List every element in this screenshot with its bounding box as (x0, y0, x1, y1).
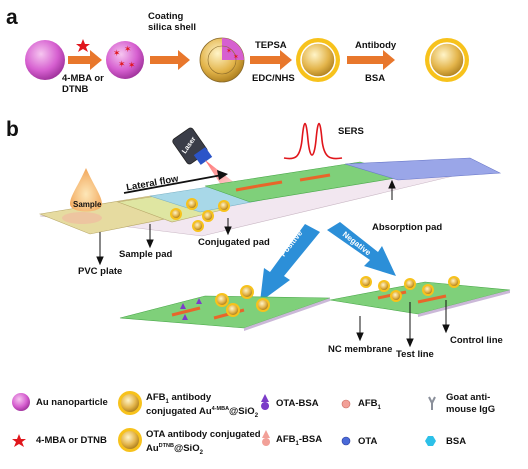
pvc-plate-label: PVC plate (78, 266, 123, 277)
afb1-icon (341, 399, 351, 409)
svg-text:✶: ✶ (113, 49, 121, 59)
coating-label-2: silica shell (148, 22, 197, 33)
reagent-label-2: DTNB (62, 84, 89, 95)
lateral-flow-strip (38, 157, 502, 237)
legend-ota: OTA (358, 436, 378, 447)
bsa-label: BSA (365, 73, 386, 84)
afb1-conjugate-icon (118, 391, 142, 415)
shell-cutaway (222, 38, 244, 60)
svg-text:✶: ✶ (233, 53, 239, 61)
bsa-hexagon-icon (425, 436, 436, 446)
arrow-1-icon (68, 50, 102, 70)
reporter-stars: ✶ ✶ ✶ ✶ (113, 45, 136, 71)
mba-star-icon (12, 434, 26, 447)
legend-ota-bsa: OTA-BSA (276, 398, 319, 409)
panel-a-label: a (6, 6, 18, 29)
legend-bsa: BSA (446, 436, 467, 447)
afb1-bsa-icon (262, 430, 271, 446)
negative-arrow-icon (327, 222, 396, 276)
au-mba-particle (106, 41, 144, 79)
au-nanoparticle-icon (12, 393, 30, 411)
legend-au-nanoparticle: Au nanoparticle (36, 397, 108, 408)
legend-ota-antibody-line2: AuDTNB@SiO2 (146, 443, 203, 457)
legend-goat-line2: mouse IgG (446, 404, 496, 415)
coating-label-1: Coating (148, 11, 184, 22)
reagent-label-1: 4-MBA or (62, 73, 104, 84)
control-line-label: Control line (450, 335, 503, 346)
legend-ota-antibody-line1: OTA antibody conjugated (146, 429, 261, 440)
conjugated-particles (170, 198, 230, 232)
svg-text:✶: ✶ (128, 61, 136, 71)
nc-membrane-label: NC membrane (328, 344, 393, 355)
star-icon (76, 39, 90, 52)
absorption-pad-label: Absorption pad (372, 222, 443, 233)
panel-b-label: b (6, 118, 19, 141)
control-line-strip (299, 173, 331, 182)
sers-spectrum (283, 122, 343, 160)
lateral-flow-arrow (123, 170, 228, 194)
svg-text:✶: ✶ (124, 45, 132, 55)
legend-afb1-antibody-line2: conjugated Au4-MBA@SiO2 (146, 406, 259, 420)
panel-a: ✶ ✶ ✶ ✶ ✶ ✶ (25, 37, 469, 83)
legend-afb1: AFB1 (358, 398, 381, 411)
legend-goat-line1: Goat anti- (446, 392, 491, 403)
arrow-2-icon (150, 50, 190, 70)
absorption-pad-region (344, 157, 502, 181)
svg-text:✶: ✶ (226, 47, 232, 55)
test-line-label: Test line (396, 349, 434, 360)
au-core-particle (25, 40, 65, 80)
edc-label: EDC/NHS (252, 73, 295, 84)
sample-drop-icon (70, 168, 102, 212)
svg-text:✶: ✶ (118, 60, 126, 70)
negative-result-strip (329, 276, 511, 317)
sample-label: Sample (73, 200, 102, 209)
sers-label: SERS (338, 126, 364, 137)
antibody-label: Antibody (355, 40, 397, 51)
goat-igg-icon (428, 396, 436, 410)
ota-bsa-icon (261, 394, 270, 410)
conjugated-pad-label: Conjugated pad (198, 237, 270, 248)
positive-arrow-icon (260, 224, 320, 302)
arrow-4-icon (347, 50, 395, 70)
sample-pad-label: Sample pad (119, 249, 173, 260)
ota-conjugate-icon (118, 428, 142, 452)
positive-result-strip (119, 285, 331, 331)
test-line-strip (257, 180, 283, 188)
arrow-3-icon (250, 50, 292, 70)
ota-icon (341, 436, 351, 446)
legend-afb1-bsa: AFB1-BSA (276, 434, 323, 447)
legend-afb1-antibody-line1: AFB1 antibody (146, 392, 212, 405)
legend-mba-dtnb: 4-MBA or DTNB (36, 435, 107, 446)
antibody-conjugate-particle (425, 38, 469, 82)
tepsa-label: TEPSA (255, 40, 287, 51)
pointer-lines (96, 179, 450, 348)
legend-icons (12, 391, 436, 452)
